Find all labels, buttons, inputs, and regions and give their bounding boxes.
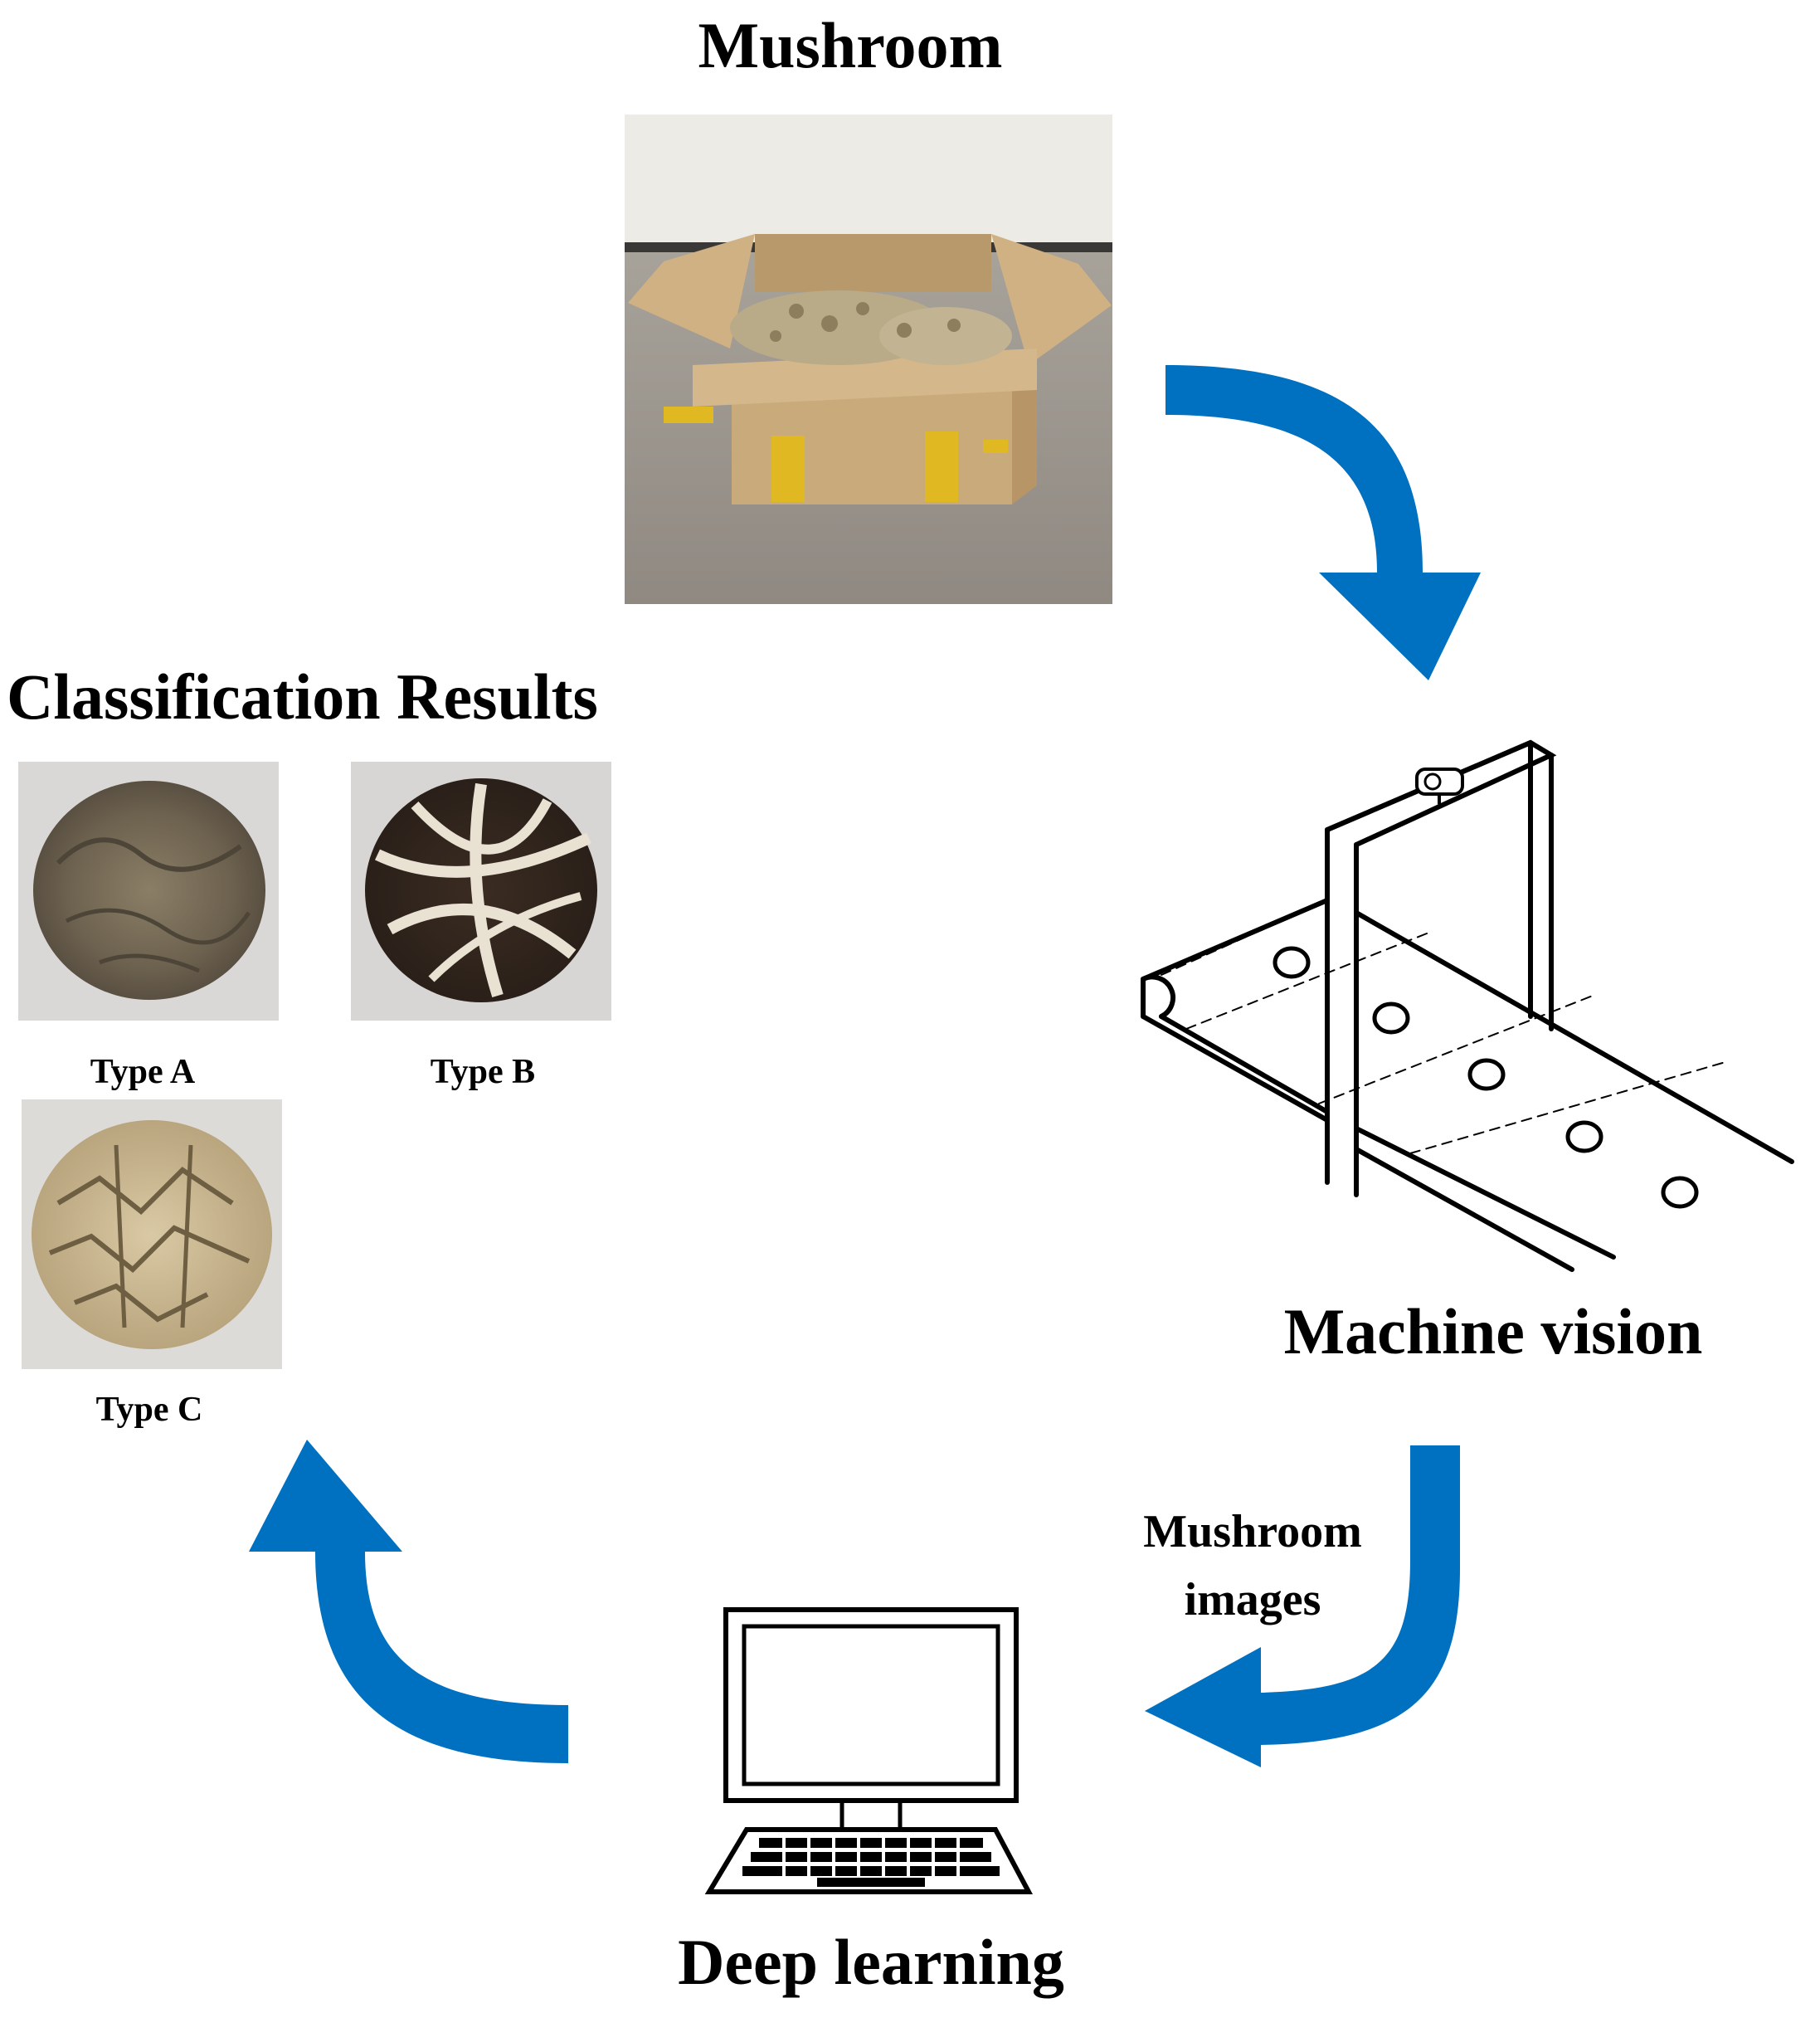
caption-line-1: Mushroom: [1143, 1506, 1362, 1557]
arrow-mushroom-to-vision: [1165, 365, 1481, 680]
type-b-photo: [351, 762, 611, 1021]
classification-results-title: Classification Results: [7, 660, 598, 733]
desktop-computer-icon: [704, 1607, 1033, 1894]
mushroom-box-photo: [625, 115, 1112, 604]
type-a-label: Type A: [90, 1053, 196, 1091]
deep-learning-title: Deep learning: [678, 1926, 1064, 1998]
machine-vision-title: Machine vision: [1283, 1295, 1703, 1367]
type-b-label: Type B: [430, 1053, 536, 1091]
arrow-vision-to-deep-learning: [1145, 1445, 1460, 1767]
type-c-photo: [22, 1099, 282, 1369]
conveyor-camera-icon: [1141, 739, 1794, 1272]
type-c-label: Type C: [95, 1391, 203, 1429]
arrow-deep-learning-to-results: [249, 1440, 568, 1763]
mushroom-images-caption: Mushroom images: [1103, 1498, 1402, 1634]
type-a-photo: [18, 762, 279, 1021]
mushroom-title: Mushroom: [698, 9, 1003, 81]
caption-line-2: images: [1184, 1574, 1321, 1625]
